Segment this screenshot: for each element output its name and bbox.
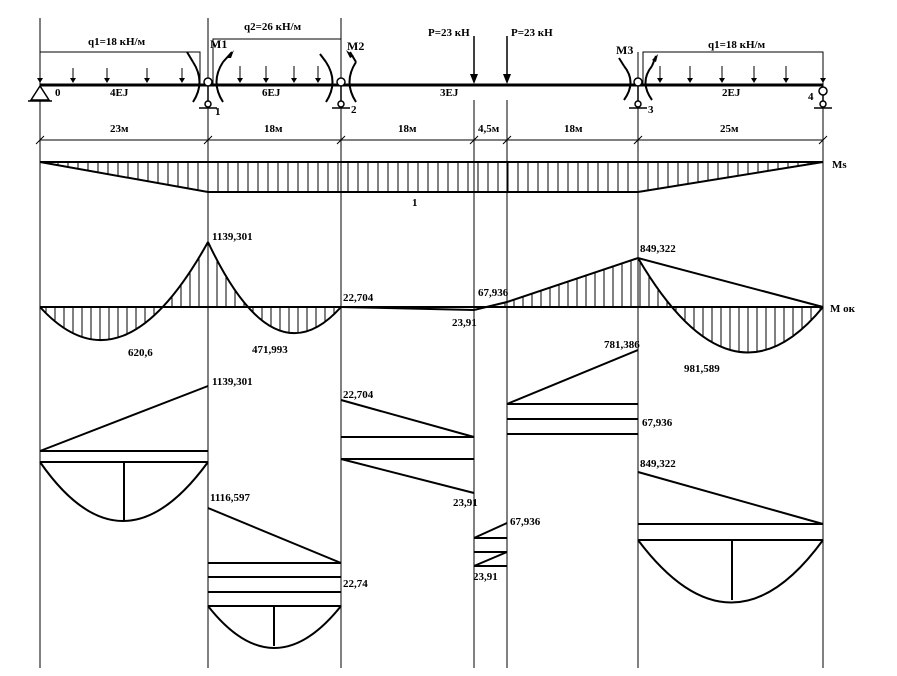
m3-top-value: 849,322 [640, 243, 676, 255]
p2-label: P=23 кН [511, 27, 553, 39]
ms-diagram [39, 161, 824, 193]
aux-5-top-value: 1116,597 [210, 492, 251, 504]
span-1-stiffness: 4EJ [110, 87, 129, 99]
support-labels: 0 1 2 3 4 [55, 87, 814, 118]
span-label-5: 18м [564, 123, 583, 135]
m1-label: M1 [210, 37, 227, 51]
span-label-1: 23м [110, 123, 129, 135]
support-1-label: 1 [215, 106, 221, 118]
dimension-ticks [35, 135, 828, 145]
p-left-value: 23,91 [452, 317, 477, 329]
support-4-label: 4 [808, 91, 814, 103]
m3-label: M3 [616, 43, 633, 57]
p-right-value: 67,936 [478, 287, 509, 299]
support-3-label: 3 [648, 104, 654, 116]
q1-right-label: q1=18 кН/м [708, 39, 766, 51]
ms-diagram-label: Ms [832, 159, 847, 171]
aux-6-top-value: 67,936 [510, 516, 541, 528]
aux-2-top-value: 22,704 [343, 389, 374, 401]
sag-1-value: 620,6 [128, 347, 153, 359]
mok-diagram-label: М ок [830, 303, 856, 315]
span-2-stiffness: 6EJ [262, 87, 281, 99]
span-3-stiffness: 3EJ [440, 87, 459, 99]
diagram-titles: Ms 1 М ок [412, 159, 856, 315]
p1-label: P=23 кН [428, 27, 470, 39]
span-label-6: 25м [720, 123, 739, 135]
m1-top-value: 1139,301 [212, 231, 253, 243]
span-label-3: 18м [398, 123, 417, 135]
m2-label: M2 [347, 39, 364, 53]
q1-left-label: q1=18 кН/м [88, 36, 146, 48]
m2-top-value: 22,704 [343, 292, 374, 304]
aux-4-top-value: 849,322 [640, 458, 676, 470]
moment-arcs [186, 50, 658, 103]
aux-diagrams [39, 349, 824, 649]
span-4-stiffness: 2EJ [722, 87, 741, 99]
support-2-label: 2 [351, 104, 357, 116]
aux-3-side-value: 67,936 [642, 417, 673, 429]
aux-1-top-value: 1139,301 [212, 376, 253, 388]
sag-4-value: 981,589 [684, 363, 720, 375]
aux-6-bottom-value: 23,91 [473, 571, 498, 583]
support-0-label: 0 [55, 87, 61, 99]
grid-lines [39, 18, 824, 668]
span-label-2: 18м [264, 123, 283, 135]
aux-5-side-value: 22,74 [343, 578, 368, 590]
aux-3-top-value: 781,386 [604, 339, 640, 351]
distributed-loads [37, 38, 826, 84]
supports [28, 77, 832, 109]
q2-label: q2=26 кН/м [244, 21, 302, 33]
load-labels: q1=18 кН/м q2=26 кН/м q1=18 кН/м P=23 кН… [88, 21, 766, 57]
span-labels: 23м 18м 18м 4,5м 18м 25м [110, 123, 739, 135]
point-loads [470, 36, 511, 84]
span-label-4: 4,5м [478, 123, 500, 135]
aux-2-bottom-value: 23,91 [453, 497, 478, 509]
sag-2-value: 471,993 [252, 344, 288, 356]
value-labels: 1139,301 620,6 471,993 22,704 23,91 67,9… [128, 231, 720, 590]
ms-value-label: 1 [412, 197, 418, 209]
stiffness-labels: 4EJ 6EJ 3EJ 2EJ [110, 87, 741, 99]
mok-diagram [39, 241, 824, 354]
